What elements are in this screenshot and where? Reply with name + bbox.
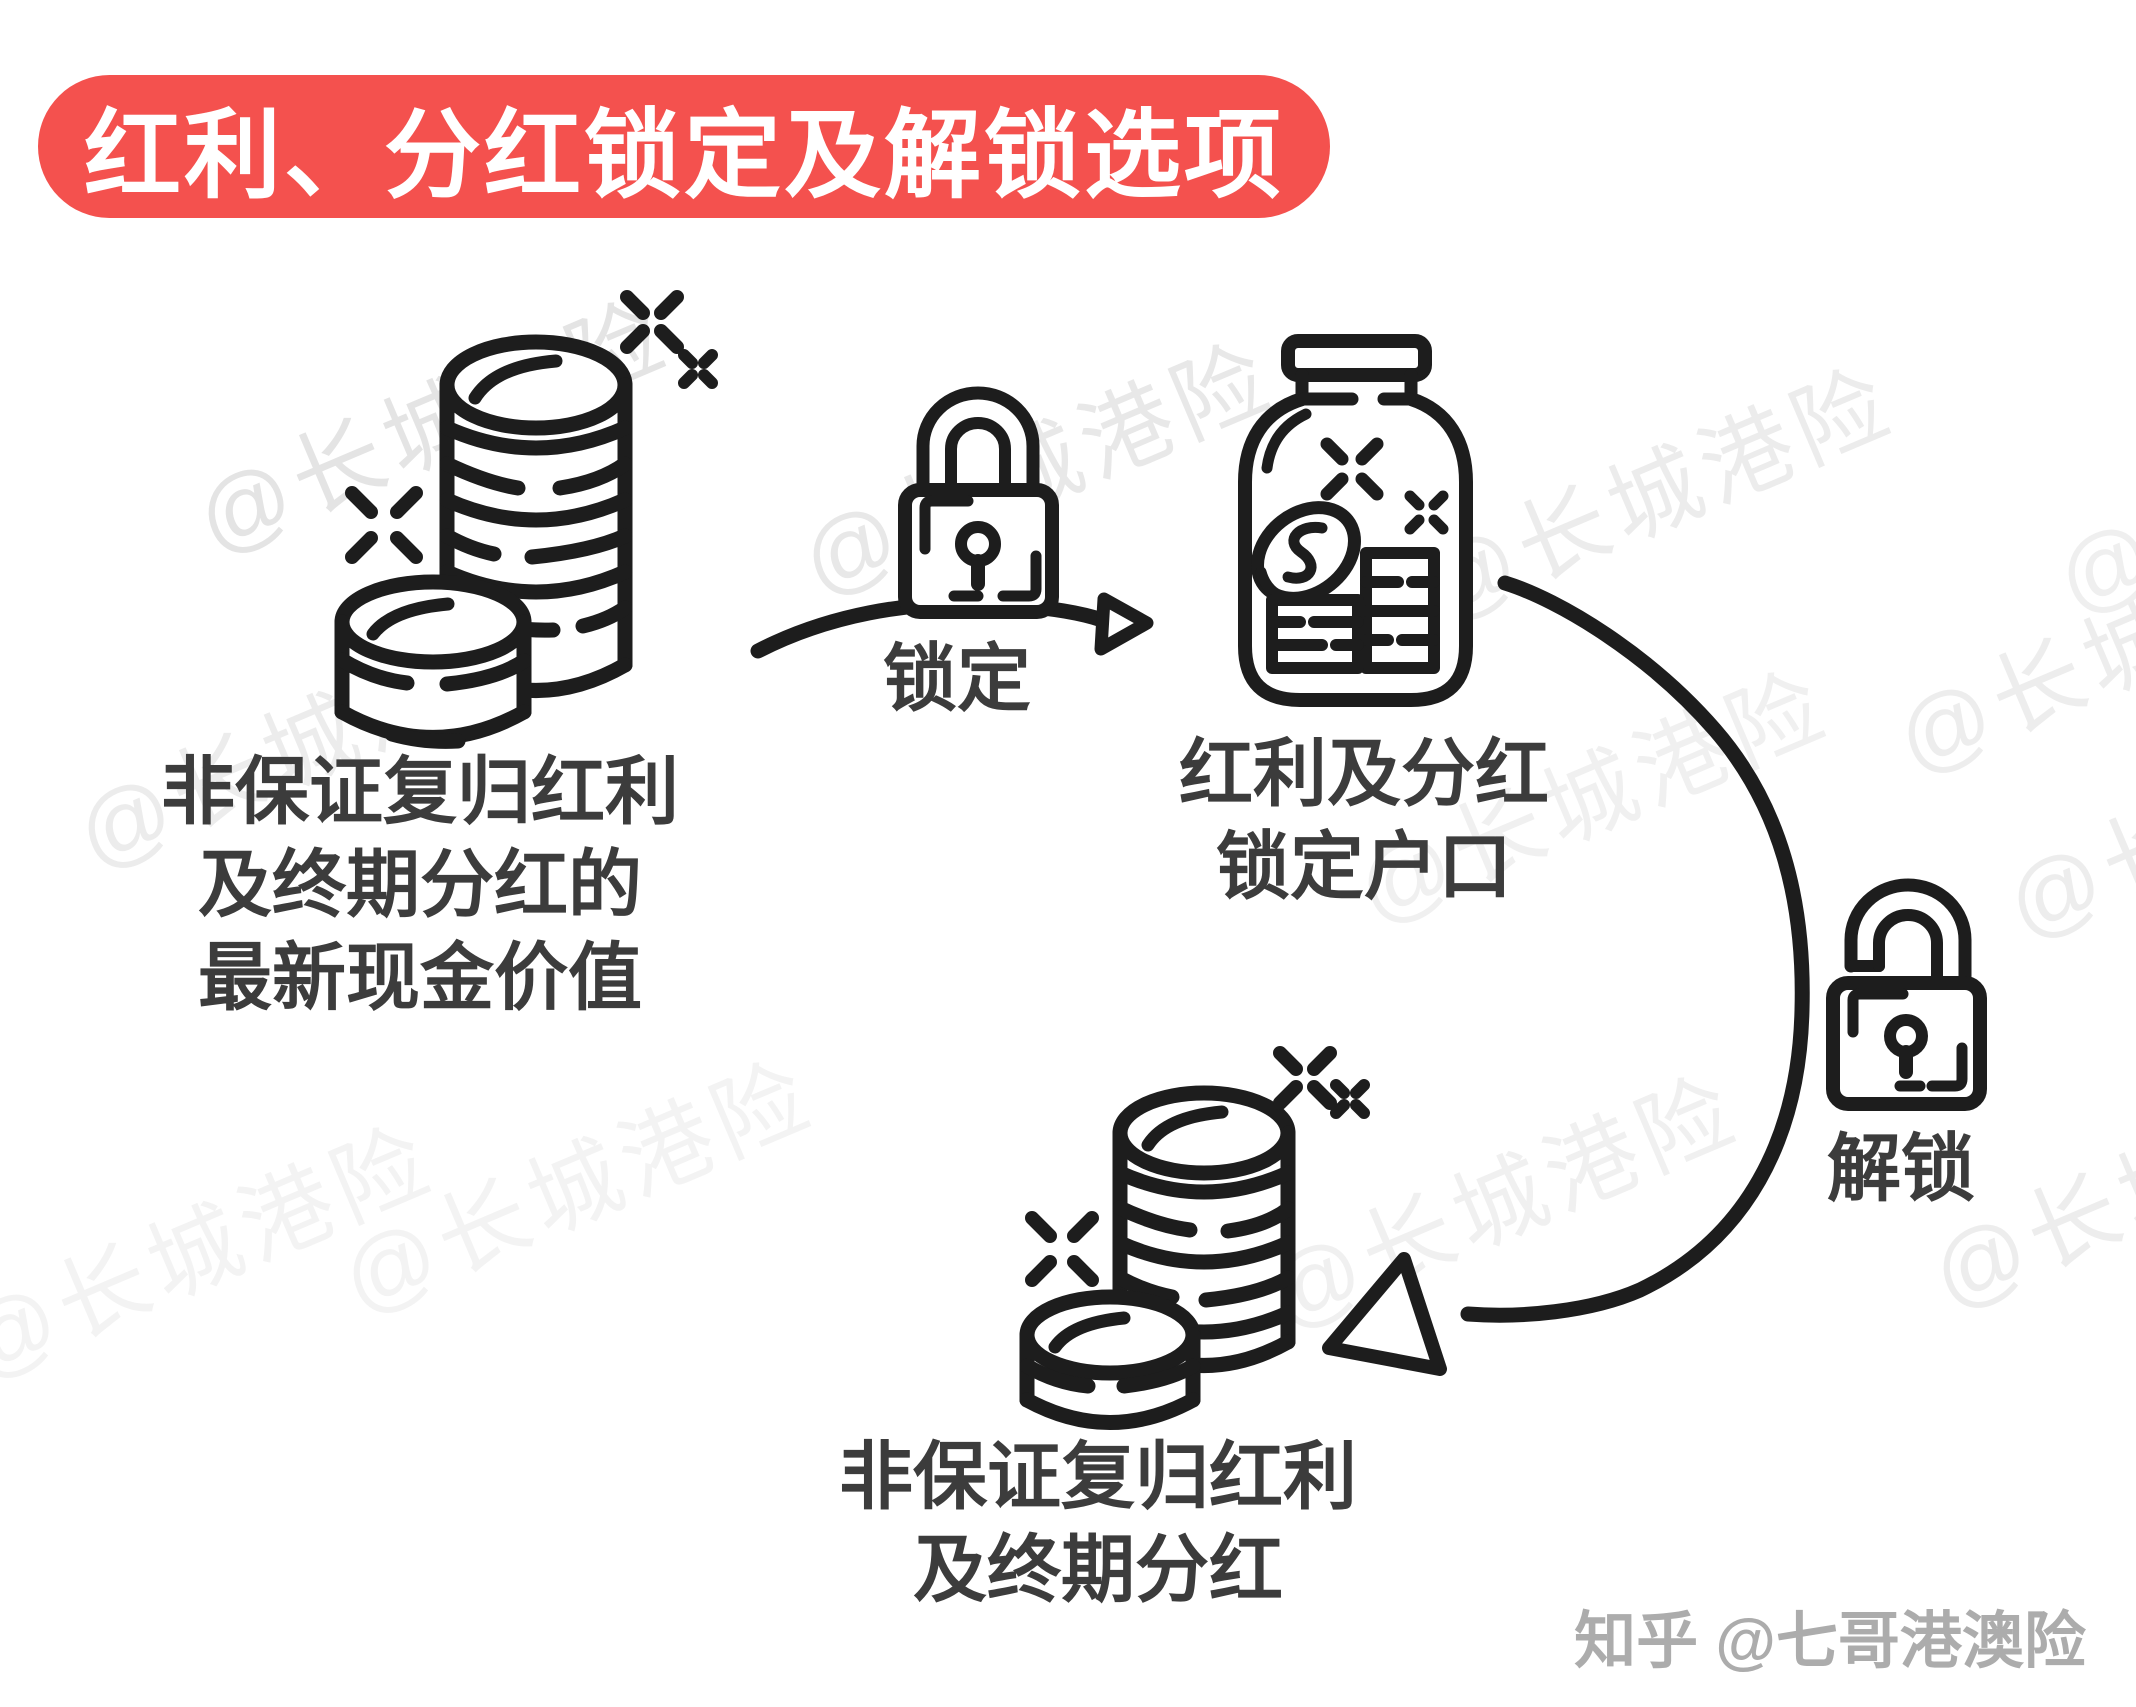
source-label-line: 最新现金价值 xyxy=(198,936,642,1019)
page-title: 红利、分红锁定及解锁选项 xyxy=(84,101,1284,210)
money-jar-icon xyxy=(1238,334,1473,707)
result-label: 非保证复归红利 及终期分红 xyxy=(839,1430,1357,1616)
account-label-line: 红利及分红 xyxy=(1179,732,1549,815)
coin-stack-icon xyxy=(1019,1046,1370,1430)
lock-action-label: 锁定 xyxy=(883,637,1031,720)
result-label-line: 及终期分红 xyxy=(913,1528,1283,1611)
title-banner: 红利、分红锁定及解锁选项 xyxy=(38,75,1330,218)
attribution-text: 知乎 @七哥港澳险 xyxy=(1574,1607,2086,1676)
unlock-action-label: 解锁 xyxy=(1827,1127,1975,1210)
account-label: 红利及分红 锁定户口 xyxy=(1179,727,1549,913)
padlock-unlocked-icon xyxy=(1826,878,1987,1111)
padlock-locked-icon xyxy=(898,386,1059,619)
sparkle-cross-icon xyxy=(1025,1046,1370,1287)
source-label: 非保证复归红利 及终期分红的 最新现金价值 xyxy=(161,745,679,1024)
sparkle-cross-icon xyxy=(345,290,718,564)
result-label-line: 非保证复归红利 xyxy=(839,1435,1357,1518)
source-label-line: 及终期分红的 xyxy=(198,843,642,926)
source-label-line: 非保证复归红利 xyxy=(161,750,679,833)
sparkle-cross-icon xyxy=(1320,437,1449,535)
account-label-line: 锁定户口 xyxy=(1216,825,1512,908)
unlock-flow-arrow xyxy=(1322,575,1810,1376)
coin-stack-icon xyxy=(334,290,718,749)
